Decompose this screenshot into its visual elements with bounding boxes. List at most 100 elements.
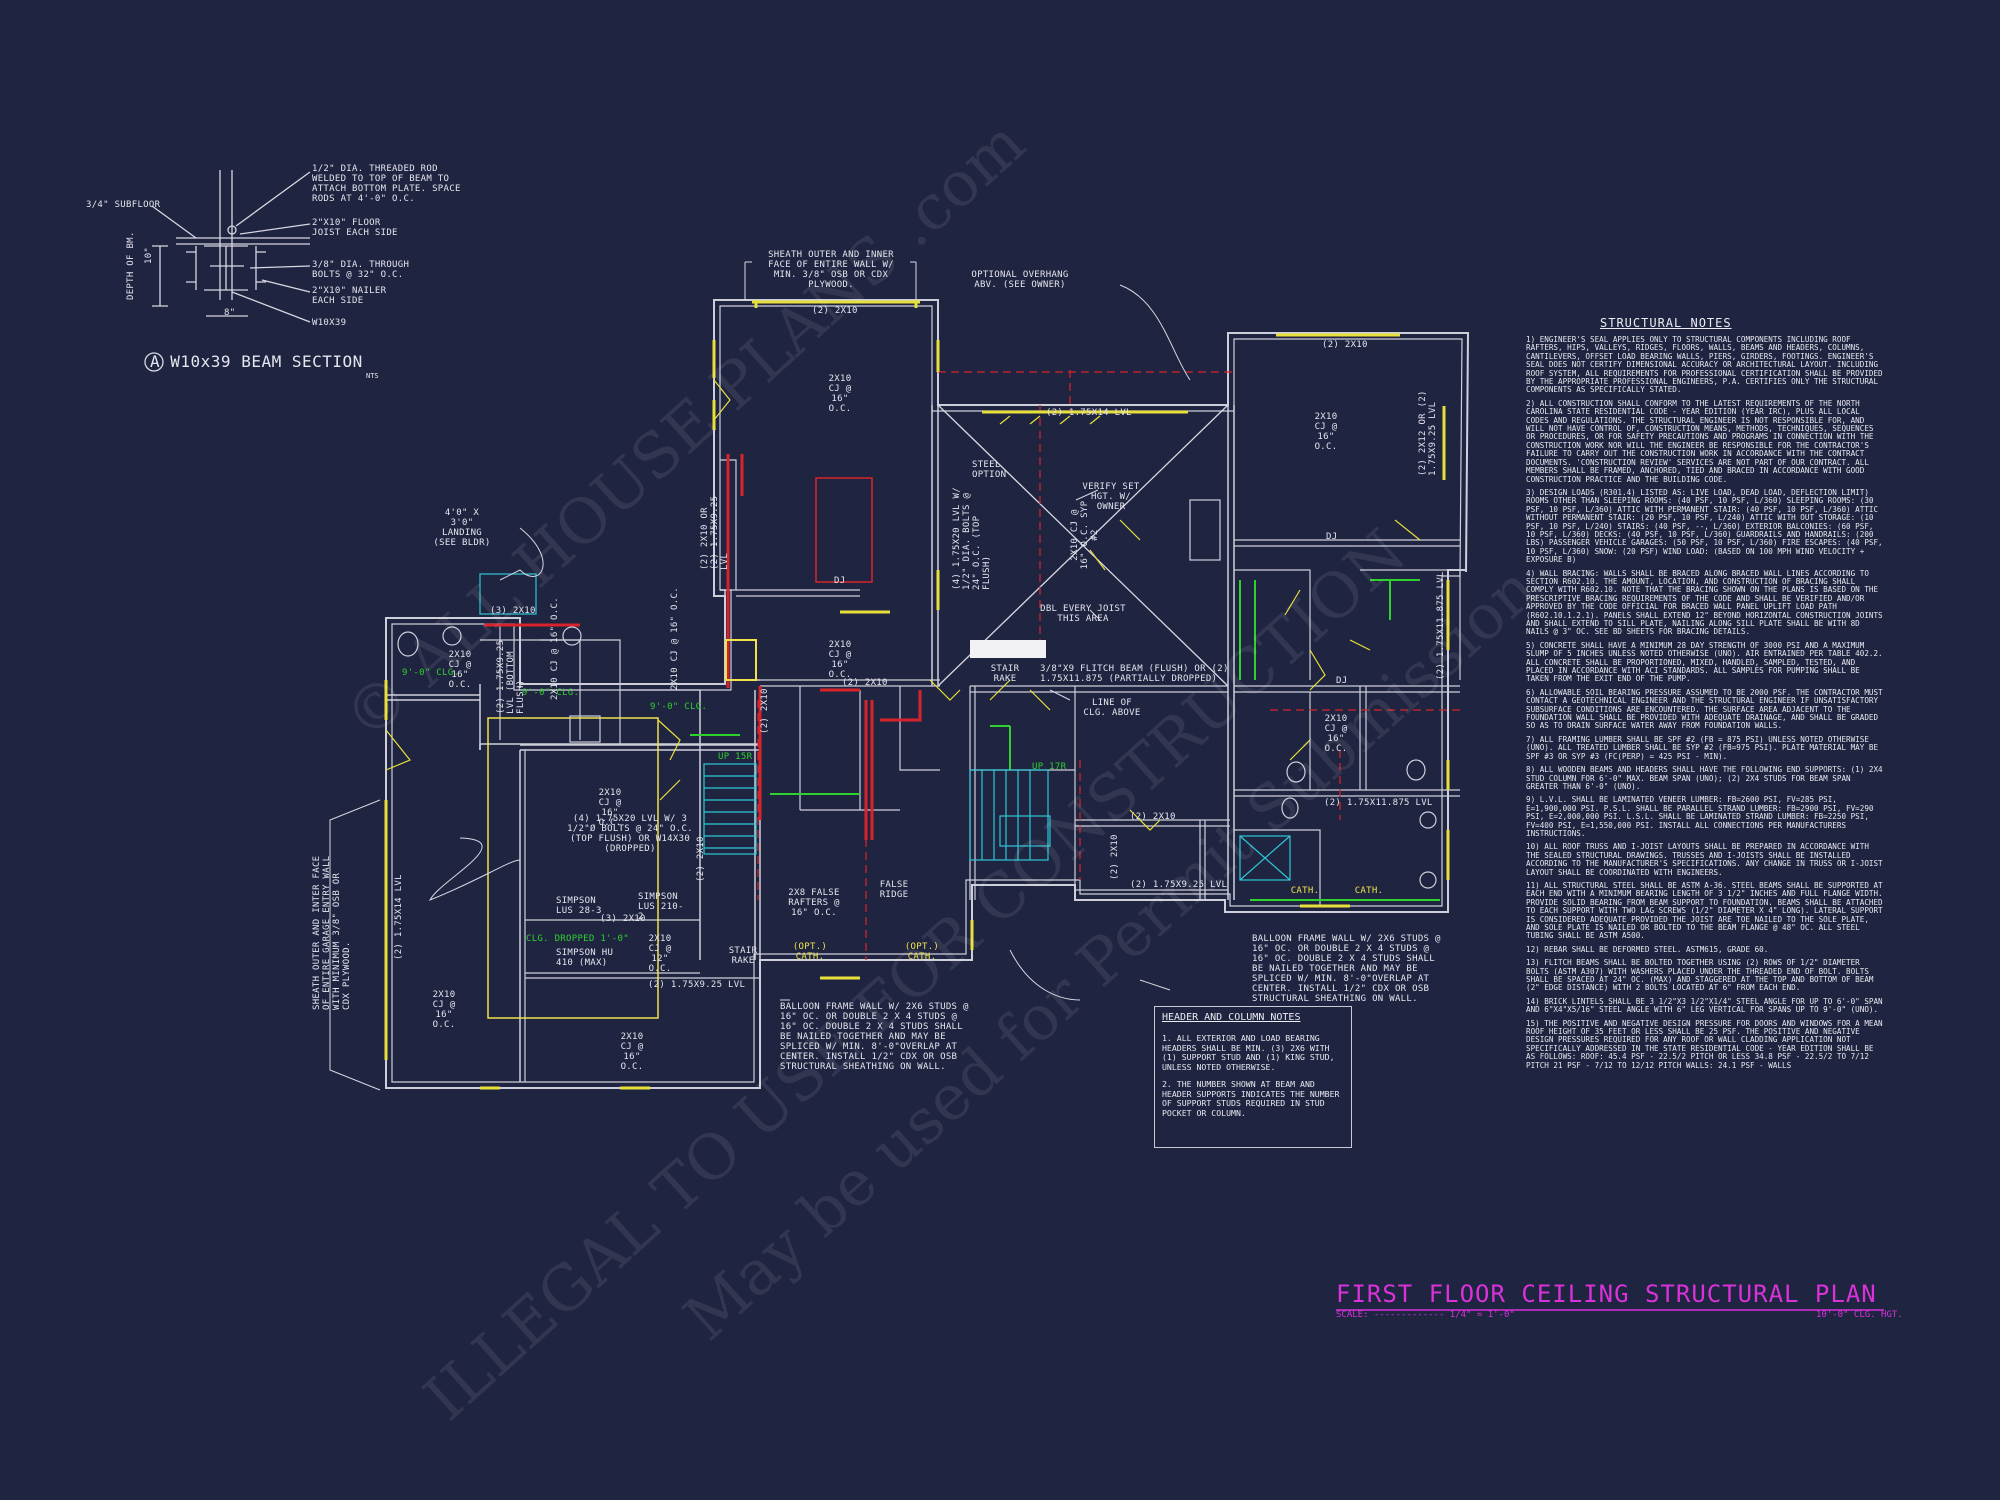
structural-notes-title: STRUCTURAL NOTES: [1600, 316, 1732, 330]
label-lvl-garage: (2) 1.75x14 LVL: [394, 874, 404, 960]
label-verify-set: VERIFY SET HGT. W/ OWNER: [1082, 482, 1140, 512]
beam-section-title: A W10x39 BEAM SECTION: [150, 352, 363, 371]
structural-note: 10) ALL ROOF TRUSS AND I-JOIST LAYOUTS S…: [1526, 842, 1883, 877]
label-sheath-outer: SHEATH OUTER AND INNER FACE OF ENTIRE WA…: [768, 250, 894, 290]
header-note-1: 1. ALL EXTERIOR AND LOAD BEARING HEADERS…: [1162, 1033, 1335, 1072]
label-cj-right: 2x10 CJ @ 16" O.C.: [1314, 412, 1338, 452]
label-clg9-b: 9'-0" CLG.: [522, 688, 580, 698]
label-stair-rake-top: STAIR RAKE: [990, 664, 1020, 684]
label-garage-sheath: SHEATH OUTER AND INTER FACE OF ENTIRE GA…: [312, 855, 352, 1010]
label-lvl11-bottom: (2) 1.75x11.875 LVL: [1324, 798, 1433, 808]
beam-section-detail: [144, 170, 311, 372]
header-note-2: 2. THE NUMBER SHOWN AT BEAM AND HEADER S…: [1162, 1079, 1340, 1118]
sheet-title: FIRST FLOOR CEILING STRUCTURAL PLAN: [1336, 1280, 1877, 1308]
label-cj-top: 2x10 CJ @ 16" O.C.: [828, 374, 852, 414]
label-2x10-small: (2) 2x10: [1130, 812, 1176, 822]
label-clg-dropped: CLG. DROPPED 1'-0": [526, 934, 629, 944]
label-cj-bath-right: 2x10 CJ @ 16" O.C.: [1324, 714, 1348, 754]
label-lvl11-right: (2) 1.75x11.875 LVL: [1436, 571, 1446, 680]
beam-callout-10in: 10": [144, 246, 154, 264]
label-mid-2x10: (2) 2x10: [842, 678, 888, 688]
label-lvl14-top: (2) 1.75x14 LVL: [1046, 408, 1132, 418]
label-false-rafters: 2x8 FALSE RAFTERS @ 16" O.C.: [788, 888, 840, 918]
header-notes-body: 1. ALL EXTERIOR AND LOAD BEARING HEADERS…: [1162, 1033, 1346, 1126]
label-2x10-vert-a: (2) 2x10: [760, 688, 770, 734]
label-dj-right: DJ: [1326, 532, 1338, 542]
label-cj-bath: 2x10 CJ @ 16" O.C.: [448, 650, 472, 690]
structural-note: 7) ALL FRAMING LUMBER SHALL BE SPF #2 (F…: [1526, 734, 1879, 761]
structural-note: 15) THE POSITIVE AND NEGATIVE DESIGN PRE…: [1526, 1018, 1883, 1070]
label-landing: 4'0" x 3'0" LANDING (SEE BLDR): [433, 508, 491, 548]
structural-note: 5) CONCRETE SHALL HAVE A MINIMUM 28 DAY …: [1526, 640, 1883, 684]
beam-callout-joist: 2"x10" FLOOR JOIST EACH SIDE: [312, 218, 398, 238]
sheet-title-underline: [1336, 1309, 1884, 1311]
label-3x10-left: (3) 2x10: [490, 606, 536, 616]
label-false-ridge: FALSE RIDGE: [879, 880, 909, 900]
structural-note: 11) ALL STRUCTURAL STEEL SHALL BE ASTM A…: [1526, 880, 1883, 941]
label-cj-mid: 2x10 CJ @ 16" O.C.: [828, 640, 852, 680]
structural-note: 1) ENGINEER'S SEAL APPLIES ONLY TO STRUC…: [1526, 335, 1883, 395]
label-simpson-lus210: SIMPSON LUS 210-2: [638, 892, 684, 922]
header-notes-box: [1154, 1006, 1352, 1148]
label-flitch: 3/8"x9 FLITCH BEAM (FLUSH) OR (2) 1.75x1…: [1040, 664, 1229, 684]
label-balloon-center: BALLOON FRAME WALL w/ 2x6 STUDS @ 16" OC…: [780, 1002, 969, 1072]
label-cath-left: CATH.: [1290, 886, 1320, 896]
label-cj-garage-left: 2x10 CJ @ 16" O.C.: [432, 990, 456, 1030]
label-stair-rake-bottom: STAIR RAKE: [728, 946, 758, 966]
label-cj-garage-bottom: 2x10 CJ @ 16" O.C.: [620, 1032, 644, 1072]
label-dj-bath: DJ: [1336, 676, 1348, 686]
label-redacted: HOUSE PLANS: [970, 640, 1046, 658]
label-overhang: OPTIONAL OVERHANG ABV. (SEE OWNER): [971, 270, 1069, 290]
label-lvl-bolts: (4) 1.75x20 LVL w/ 3 1/2"ø BOLTS @ 24" O…: [567, 814, 693, 854]
structural-note: 8) ALL WOODEN BEAMS AND HEADERS SHALL HA…: [1526, 765, 1883, 791]
label-cath-right: CATH.: [1354, 886, 1384, 896]
label-2x10-vert-b: (2) 2x10: [696, 836, 706, 882]
label-simpson-hu410: SIMPSON HU 410 (MAX): [556, 948, 614, 968]
label-line-clg: LINE OF CLG. ABOVE: [1083, 698, 1141, 718]
beam-callout-8in: 8": [224, 308, 236, 318]
label-cj-diag: 2x10 CJ @ 16" O.C. SYP #2: [1070, 500, 1100, 570]
sheet-scale: SCALE: ------------- 1/4" = 1'-0": [1336, 1310, 1515, 1320]
label-cj-garage-top: 2x10 CJ @ 16" O.C.: [598, 788, 622, 828]
beam-callout-rod: 1/2" DIA. THREADED ROD WELDED TO TOP OF …: [312, 164, 461, 204]
sheet-ceiling-height: 10'-0" CLG. HGT.: [1816, 1310, 1903, 1320]
label-or-2x12: (2) 2x12 OR (2) 1.75x9.25 LVL: [1418, 390, 1438, 476]
label-cj-12: 2x10 CJ @ 12" O.C.: [648, 934, 672, 974]
label-top-2x10: (2) 2x10: [812, 306, 858, 316]
label-or-2x10: (2) 2x10 OR (2) 1.75x9.25 LVL: [700, 495, 730, 570]
label-dj-center: DJ: [834, 576, 846, 586]
label-3x10-garage: (3) 2x10: [600, 914, 646, 924]
structural-note: 14) BRICK LINTELS SHALL BE 3 1/2"x3 1/2"…: [1526, 996, 1883, 1015]
label-clg9-c: 9'-0" CLG.: [650, 702, 708, 712]
beam-callout-bolts: 3/8" DIA. THROUGH BOLTS @ 32" O.C.: [312, 260, 410, 280]
beam-callout-w10: W10x39: [312, 318, 347, 328]
structural-note: 13) FLITCH BEAMS SHALL BE BOLTED TOGETHE…: [1526, 958, 1874, 993]
label-lvl-flush: (2) 1.75x9.25 LVL (BOTTOM FLUSH): [496, 639, 526, 714]
label-up-15r: UP 15R: [718, 752, 753, 762]
label-2x10-vert-c: (2) 2x10: [1110, 834, 1120, 880]
label-lvl9-garage: (2) 1.75x9.25 LVL: [648, 980, 746, 990]
label-clg9-a: 9'-0" CLG.: [402, 668, 460, 678]
structural-note: 6) ALLOWABLE SOIL BEARING PRESSURE ASSUM…: [1526, 687, 1883, 731]
beam-callout-depth: DEPTH OF BM.: [126, 231, 136, 300]
beam-section-nts: NTS: [366, 372, 379, 380]
structural-note: 12) REBAR SHALL BE DEFORMED STEEL. ASTM6…: [1526, 944, 1769, 954]
label-cj-vert-a: 2x10 CJ @ 16" O.C.: [550, 597, 560, 700]
label-simpson-lus28: SIMPSON LUS 28-3: [556, 896, 602, 916]
structural-note: 9) L.V.L. SHALL BE LAMINATED VENEER LUMB…: [1526, 795, 1874, 838]
label-cj-vert-b: 2x10 CJ @ 16" O.C.: [670, 587, 680, 690]
structural-note: 4) WALL BRACING: WALLS SHALL BE BRACED A…: [1526, 568, 1883, 637]
label-opt-cath-left: (OPT.) CATH.: [792, 942, 828, 962]
structural-note: 2) ALL CONSTRUCTION SHALL CONFORM TO THE…: [1526, 398, 1874, 484]
beam-callout-subfloor: 3/4" SUBFLOOR: [86, 200, 161, 210]
structural-notes-body: 1) ENGINEER'S SEAL APPLIES ONLY TO STRUC…: [1526, 335, 1886, 1075]
label-dbl-joist: DBL EVERY JOIST THIS AREA: [1040, 604, 1126, 624]
label-lvl-dia: (4) 1.75x20 LVL w/ 1/2" DIA. BOLTS @ 24"…: [952, 487, 992, 590]
label-lvl9-center: (2) 1.75x9.25 LVL: [1130, 880, 1228, 890]
beam-callout-nailer: 2"x10" NAILER EACH SIDE: [312, 286, 387, 306]
label-balloon-right: BALLOON FRAME WALL w/ 2x6 STUDS @ 16" OC…: [1252, 934, 1441, 1004]
label-opt-cath-right: (OPT.) CATH.: [904, 942, 940, 962]
header-notes-title: HEADER AND COLUMN NOTES: [1162, 1012, 1301, 1023]
label-steel-option: STEEL OPTION: [972, 460, 1007, 480]
